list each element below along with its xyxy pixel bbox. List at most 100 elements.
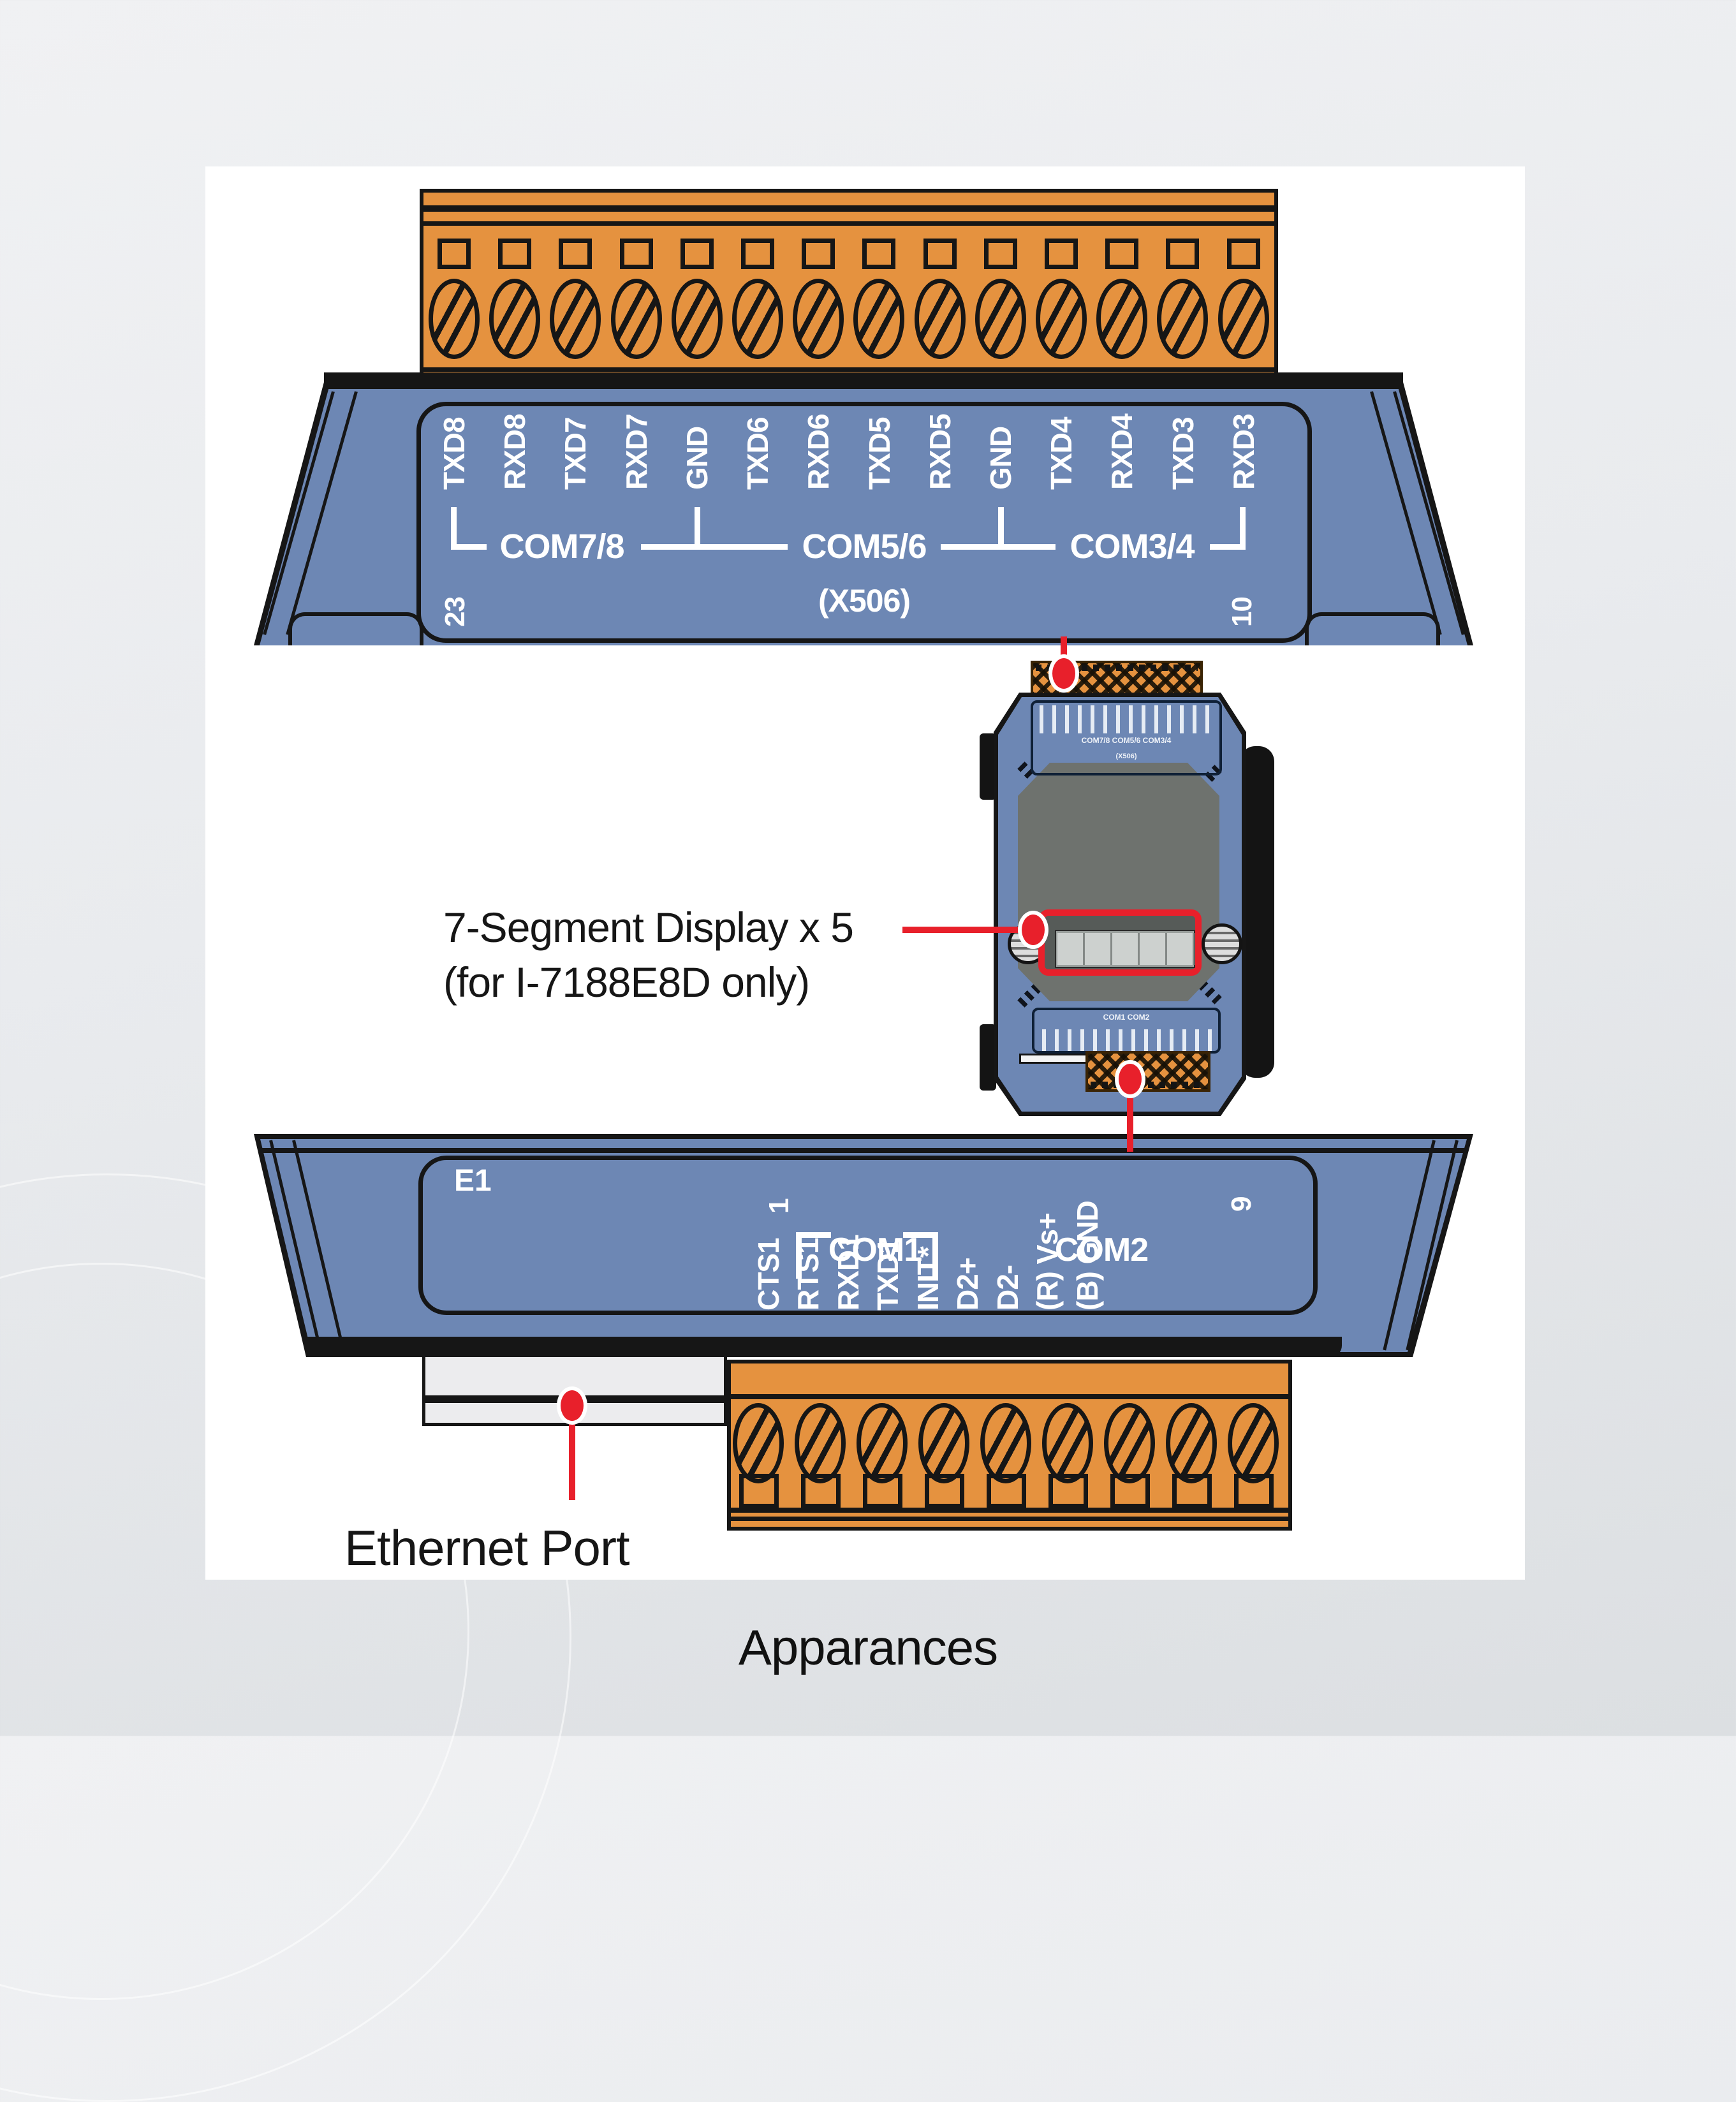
terminal-screw-icon — [550, 279, 601, 359]
bracket-stem-icon — [998, 507, 1004, 550]
com-group-label: COM5/6 — [802, 527, 927, 566]
terminal-groove — [731, 1508, 1288, 1513]
terminal-screw-icon — [489, 279, 541, 359]
display-digit — [1140, 933, 1167, 965]
case-vent — [1305, 612, 1440, 645]
connector-teeth — [1036, 665, 1198, 671]
terminal-screw-icon — [1228, 1403, 1279, 1483]
pin-number: 9 — [1226, 1196, 1257, 1212]
wire-slot — [1105, 239, 1139, 269]
terminal-groove — [423, 221, 1274, 226]
case-screw-icon — [1202, 923, 1242, 964]
terminal-screw-icon — [1036, 279, 1087, 359]
callout-dot — [1018, 911, 1048, 949]
wire-slot — [680, 239, 714, 269]
mini-sub-label: (X506) — [1115, 753, 1137, 760]
wire-slot — [1234, 1474, 1274, 1508]
expansion-label: (X506) — [818, 583, 911, 619]
seven-segment-display — [1055, 930, 1195, 968]
bracket-corner-icon — [451, 507, 457, 550]
wire-slot — [741, 239, 774, 269]
top-device-band — [324, 372, 1403, 389]
bracket-corner-icon — [1210, 544, 1246, 550]
terminal-screw-icon — [1166, 1403, 1217, 1483]
display-digit — [1112, 933, 1140, 965]
wire-slot — [1166, 239, 1200, 269]
pin-label: (R) Vs+ — [1031, 1213, 1064, 1311]
module-top-miniband: COM7/8 COM5/6 COM3/4 (X506) — [1031, 700, 1222, 775]
module-ethernet-edge — [1019, 1054, 1091, 1064]
pin-label: RXD1 — [832, 1235, 865, 1311]
pin-label: D2- — [991, 1265, 1024, 1311]
pin-label: GND — [984, 426, 1017, 490]
terminal-screw-icon — [980, 1403, 1031, 1483]
module-bottom-miniband: COM1 COM2 — [1032, 1008, 1221, 1054]
terminal-screw-icon — [918, 1403, 969, 1483]
wire-slot — [862, 239, 896, 269]
display-digit — [1085, 933, 1112, 965]
bracket-corner-icon — [1240, 507, 1246, 550]
terminal-screw-icon — [975, 279, 1026, 359]
pin-number: 23 — [439, 597, 471, 627]
terminal-screw-icon — [1096, 279, 1148, 359]
terminal-screw-icon — [429, 279, 480, 359]
wire-slot — [1226, 239, 1260, 269]
pin-label: TXD5 — [863, 417, 896, 490]
bottom-terminal-squares — [731, 1363, 1288, 1527]
bottom-terminal-screws — [731, 1363, 1288, 1527]
connector-teeth — [1091, 1082, 1205, 1088]
wire-slot — [739, 1474, 779, 1508]
wire-slot — [987, 1474, 1026, 1508]
wire-slot — [802, 239, 835, 269]
pin-label: RTS1 — [791, 1238, 825, 1311]
terminal-screw-icon — [733, 1403, 784, 1483]
bottom-terminal-block — [727, 1360, 1292, 1531]
callout-line — [902, 927, 1024, 933]
terminal-screw-icon — [1157, 279, 1209, 359]
terminal-screw-icon — [914, 279, 966, 359]
wire-slot — [1045, 239, 1078, 269]
pin-label: TXD4 — [1045, 417, 1078, 490]
pin-label: CTS1 — [752, 1238, 785, 1311]
com-group-label: COM7/8 — [499, 527, 624, 566]
wire-slot — [925, 1474, 964, 1508]
wire-slot — [983, 239, 1017, 269]
terminal-screw-icon — [1104, 1403, 1155, 1483]
bottom-device-face — [260, 1139, 1467, 1352]
top-device-body — [254, 372, 1473, 645]
pin-label: RXD7 — [620, 414, 653, 490]
pin-label: TXD3 — [1166, 417, 1200, 490]
callout-dot — [1048, 654, 1079, 693]
pin-label: TXD1 — [871, 1238, 904, 1311]
top-edge-line — [259, 1148, 1468, 1153]
wire-slot — [801, 1474, 841, 1508]
top-terminal-block — [420, 189, 1278, 383]
wire-slot — [1048, 1474, 1088, 1508]
callout-line — [569, 1411, 575, 1500]
pin-label: TXD7 — [559, 417, 592, 490]
pin-label: RXD5 — [923, 414, 957, 490]
com-group-label: COM2 — [1054, 1231, 1149, 1268]
pin-label: TXD6 — [741, 417, 774, 490]
display-annotation-line2: (for I-7188E8D only) — [443, 959, 810, 1006]
mini-pin-stubs — [1042, 1029, 1216, 1051]
com-group-label: COM3/4 — [1070, 527, 1195, 566]
mini-pin-stubs — [1040, 705, 1218, 733]
pin-label: D2+ — [951, 1258, 984, 1311]
bracket-corner-icon — [932, 1232, 938, 1279]
callout-dot — [557, 1386, 587, 1425]
seven-segment-display-highlight — [1038, 909, 1202, 976]
display-digit — [1057, 933, 1085, 965]
side-tab — [980, 1024, 996, 1091]
terminal-screw-icon — [857, 1403, 908, 1483]
bracket-corner-icon — [796, 1232, 831, 1238]
terminal-screw-icon — [1042, 1403, 1093, 1483]
ethernet-annotation: Ethernet Port — [344, 1520, 630, 1576]
wire-slot — [923, 239, 957, 269]
pin-label: TXD8 — [438, 417, 471, 490]
display-digit — [1167, 933, 1195, 965]
pin-label: RXD4 — [1105, 414, 1138, 490]
pin-label: RXD6 — [802, 414, 835, 490]
pin-label: RXD8 — [498, 414, 531, 490]
terminal-screw-icon — [1217, 279, 1269, 359]
